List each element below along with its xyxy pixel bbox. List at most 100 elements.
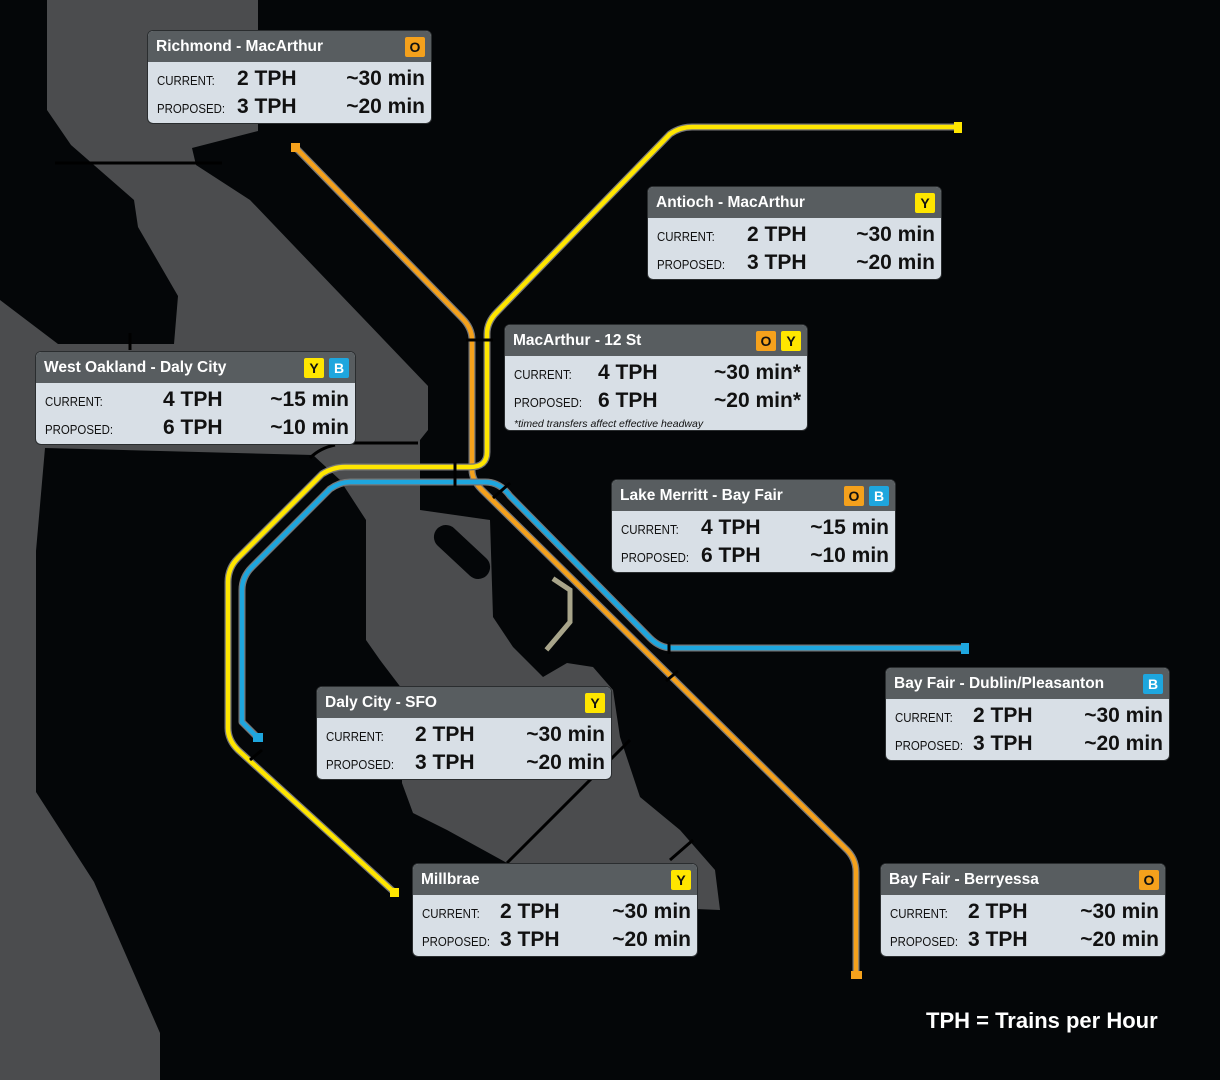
current-headway: ~30 min* [714,361,801,384]
blue-line [238,478,965,741]
proposed-headway: ~20 min [346,95,425,118]
current-headway: ~30 min [612,900,691,923]
current-headway: ~30 min [856,223,935,246]
island [433,524,491,580]
line-badge-y: Y [781,330,801,351]
current-headway: ~15 min [810,516,889,539]
route-title: Antioch - MacArthur [656,193,805,211]
yellow-line [224,123,958,896]
proposed-label: PROPOSED: [621,550,690,565]
airport-connector [544,576,573,652]
proposed-label: PROPOSED: [657,257,726,272]
proposed-tph: 3 TPH [747,251,807,274]
route-card[interactable]: Bay Fair - Berryessa O CURRENT:2 TPH~30 mi… [881,864,1165,956]
current-tph: 2 TPH [973,704,1033,727]
proposed-label: PROPOSED: [890,934,959,949]
current-label: CURRENT: [657,229,715,244]
proposed-label: PROPOSED: [422,934,491,949]
route-card-header: Bay Fair - Berryessa O [881,864,1165,895]
current-row: CURRENT:2 TPH~30 min [890,900,1159,928]
route-card-header: Antioch - MacArthur Y [648,187,941,218]
route-title: Bay Fair - Dublin/Pleasanton [894,674,1105,692]
tph-legend: TPH = Trains per Hour [926,1008,1158,1033]
proposed-tph: 3 TPH [973,732,1033,755]
proposed-tph: 3 TPH [500,928,560,951]
proposed-label: PROPOSED: [157,101,226,116]
current-headway: ~30 min [1080,900,1159,923]
proposed-label: PROPOSED: [895,738,964,753]
proposed-row: PROPOSED: 3 TPH ~20 min [890,928,1159,956]
line-badge-y: Y [304,357,324,378]
current-row: CURRENT:4 TPH~15 min [45,388,349,416]
proposed-headway: ~20 min [1080,928,1159,951]
proposed-row: PROPOSED:3 TPH~20 min [157,95,425,123]
route-title: Richmond - MacArthur [156,37,324,55]
current-row: CURRENT:2 TPH~30 min [157,67,425,95]
proposed-row: PROPOSED: 3 TPH ~20 min [657,251,935,279]
current-label: CURRENT: [157,73,215,88]
current-label: CURRENT: [621,522,679,537]
route-title: Bay Fair - Berryessa [889,870,1039,888]
proposed-row: PROPOSED: 3 TPH ~20 min [422,928,691,956]
current-tph: 2 TPH [747,223,807,246]
route-title: MacArthur - 12 St [513,331,642,349]
proposed-tph: 3 TPH [968,928,1028,951]
proposed-headway: ~10 min [270,416,349,439]
proposed-headway: ~20 min [856,251,935,274]
route-card[interactable]: Antioch - MacArthur Y CURRENT: 2 TPH ~30 min… [648,187,941,279]
proposed-headway: ~10 min [810,544,889,567]
current-label: CURRENT: [326,729,384,744]
current-row: CURRENT: 2 TPH ~30 min [657,223,935,251]
route-title: Daly City - SFO [325,693,437,711]
current-headway: ~30 min [1084,704,1163,727]
route-card[interactable]: Bay Fair - Dublin/Pleasanton B CURRENT: 2 T… [886,668,1169,760]
current-label: CURRENT: [895,710,953,725]
line-badge-b: B [329,357,349,378]
terminal-markers [253,122,969,979]
current-label: CURRENT: [45,394,103,409]
route-card-header: Bay Fair - Dublin/Pleasanton B [886,668,1169,699]
line-badge-y: Y [915,192,935,213]
current-tph: 2 TPH [500,900,560,923]
line-badge-b: B [1143,673,1163,694]
proposed-row: PROPOSED:6 TPH~20 min* [514,389,801,417]
proposed-row: PROPOSED:6 TPH~10 min [45,416,349,444]
current-row: CURRENT: 2 TPH ~30 min [895,704,1163,732]
proposed-label: PROPOSED: [45,422,114,437]
line-badge-o: O [844,485,864,506]
proposed-tph: 6 TPH [598,389,658,412]
current-tph: 4 TPH [701,516,761,539]
route-title: Millbrae [421,870,480,888]
line-badge-o: O [756,330,776,351]
current-row: CURRENT: 2 TPH ~30 min [422,900,691,928]
proposed-headway: ~20 min [612,928,691,951]
current-headway: ~30 min [346,67,425,90]
proposed-headway: ~20 min* [714,389,801,412]
line-badge-y: Y [671,869,691,890]
line-badge-o: O [1139,869,1159,890]
footnote: *timed transfers affect effective headwa… [514,418,704,430]
current-label: CURRENT: [422,906,480,921]
current-headway: ~30 min [526,723,605,746]
current-tph: 4 TPH [163,388,223,411]
